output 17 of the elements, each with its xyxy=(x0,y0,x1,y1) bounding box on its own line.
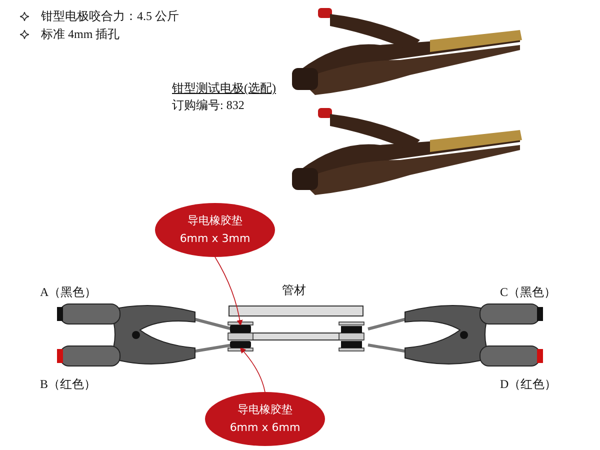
rubber-pad xyxy=(230,325,251,333)
callout-text: 导电橡胶垫 xyxy=(238,402,292,418)
part-label: B（红色） xyxy=(40,376,96,393)
part-label: D（红色） xyxy=(500,376,557,393)
leader-line xyxy=(240,347,266,392)
feature-text: 钳型电极咬合力：4.5 公斤 xyxy=(41,8,179,25)
part-label: C（黑色） xyxy=(500,284,556,301)
leader-line xyxy=(214,256,243,326)
caption-text: 订购编号: 832 xyxy=(172,97,244,114)
callout-text: 6mm x 6mm xyxy=(230,420,300,436)
callout-text: 导电橡胶垫 xyxy=(188,213,242,230)
caption-text: 钳型测试电极(选配) xyxy=(172,80,276,97)
part-label: 管材 xyxy=(282,282,306,299)
part-label: A（黑色） xyxy=(40,284,97,301)
rubber-pad xyxy=(230,341,251,348)
callout-text: 6mm x 3mm xyxy=(180,231,250,247)
feature-text: 标准 4mm 插孔 xyxy=(41,26,120,43)
